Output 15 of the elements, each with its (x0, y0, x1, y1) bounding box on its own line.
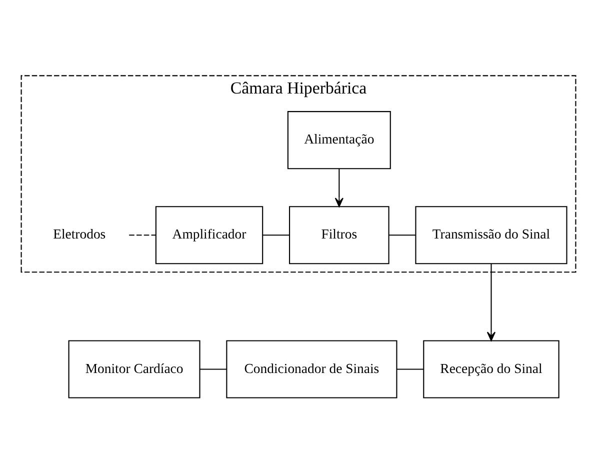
node-box: Amplificador (155, 206, 264, 264)
node-box: Transmissão do Sinal (415, 206, 568, 264)
node-box: Alimentação (287, 110, 391, 169)
connector (200, 368, 226, 370)
connector (263, 234, 290, 236)
node-box: Monitor Cardíaco (68, 340, 200, 398)
node-box: Condicionador de Sinais (226, 340, 398, 398)
connector (396, 368, 424, 370)
connector (129, 234, 156, 236)
arrow (334, 168, 344, 207)
node-text: Eletrodos (53, 226, 106, 242)
node-box: Recepção do Sinal (423, 340, 560, 398)
arrow (486, 263, 496, 341)
node-box: Filtros (289, 206, 390, 264)
connector (389, 234, 416, 236)
